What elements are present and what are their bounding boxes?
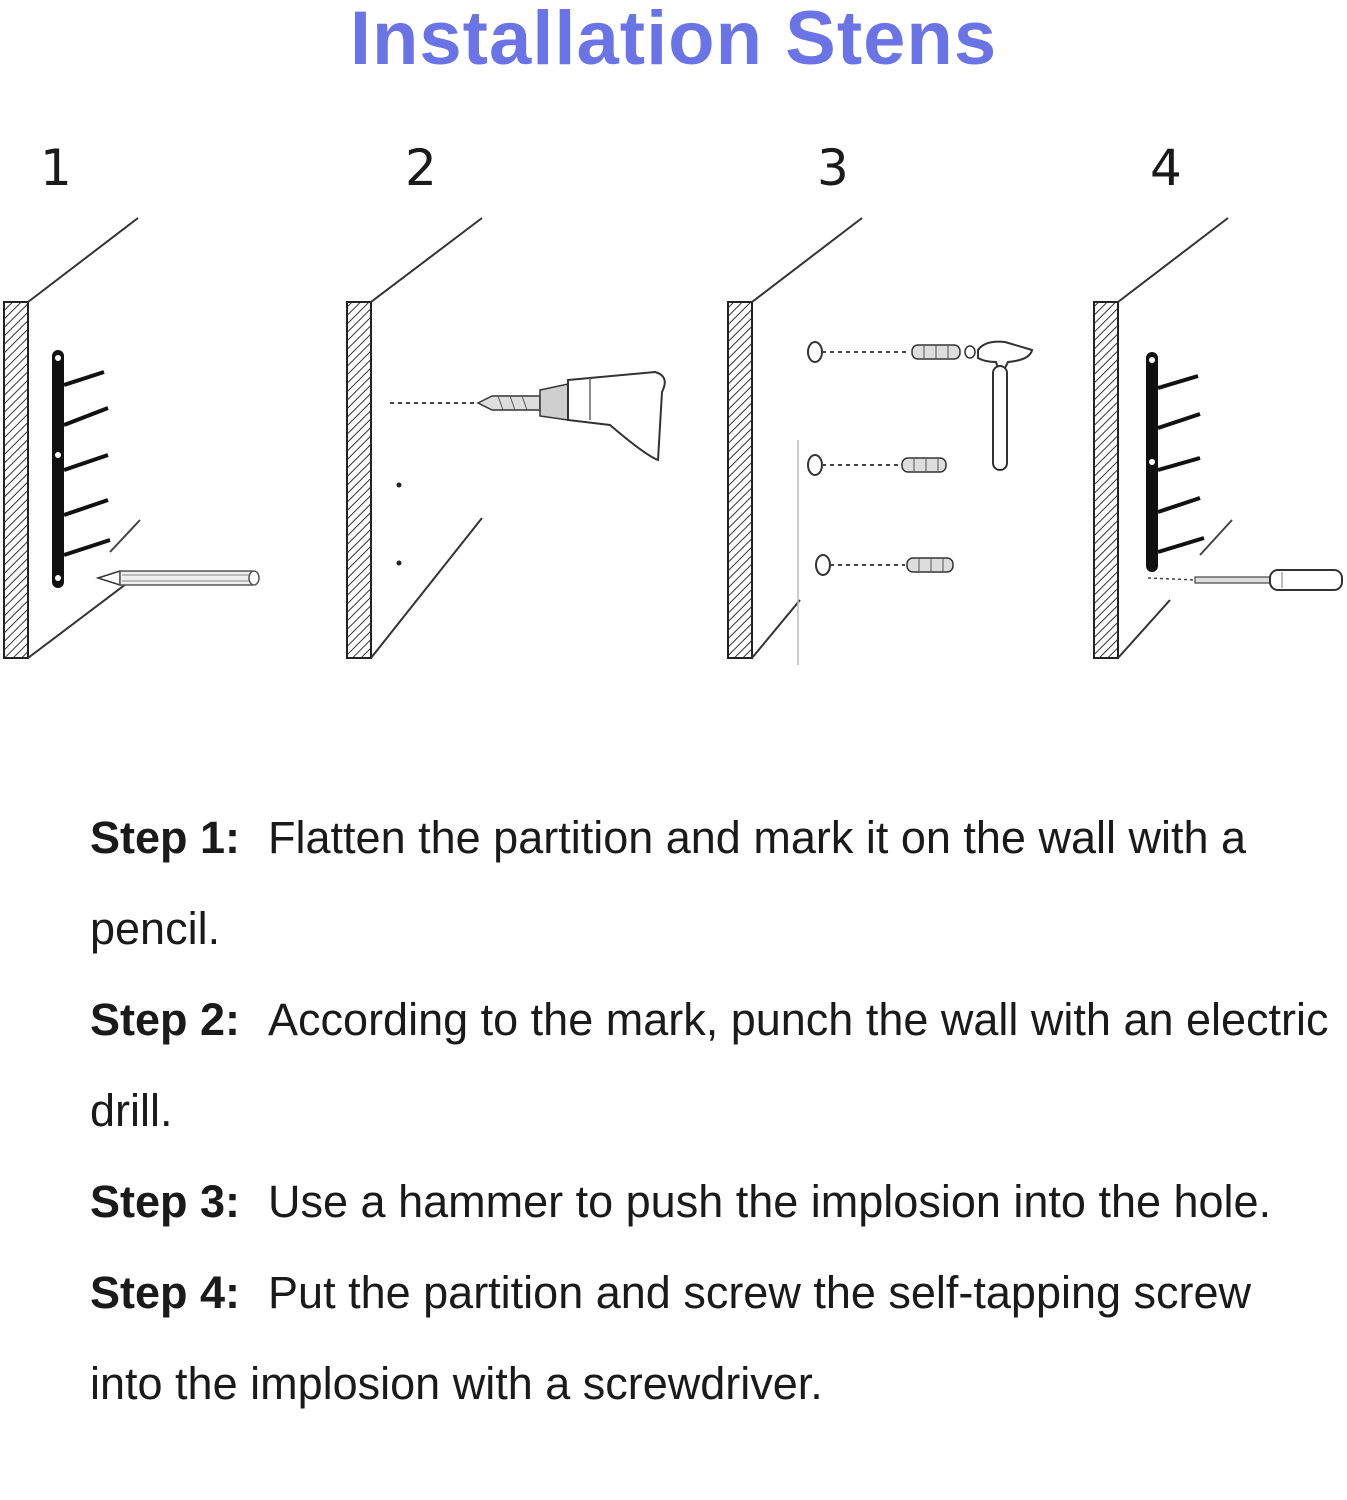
step-label: Step 2:	[90, 994, 241, 1045]
panel-number-4: 4	[1150, 139, 1182, 197]
wall-edge	[27, 217, 139, 303]
step-label: Step 1:	[90, 812, 241, 863]
wall-section	[1093, 301, 1119, 659]
wall-plug-1	[807, 341, 976, 363]
screwdriver-icon	[1147, 569, 1343, 591]
panel-number-3: 3	[817, 139, 849, 197]
panel-1	[3, 217, 260, 659]
panel-3	[727, 217, 1034, 665]
partition-rack-icon	[1146, 352, 1205, 572]
wall-edge	[1117, 217, 1229, 303]
instructions: Step 1:Flatten the partition and mark it…	[90, 792, 1330, 1429]
step-3: Step 3: Use a hammer to push the implosio…	[90, 1156, 1330, 1247]
wall-edge	[27, 574, 139, 659]
wall-plug-2	[807, 454, 947, 476]
panel-number-1: 1	[40, 139, 72, 197]
step-label: Step 4:	[90, 1267, 241, 1318]
hammer-icon	[977, 340, 1034, 471]
wall-edge	[751, 599, 801, 659]
wall-section	[727, 301, 753, 659]
installation-diagram	[3, 217, 1343, 665]
wall-mark	[396, 560, 402, 566]
wall-mark	[396, 482, 402, 488]
panel-2	[346, 217, 666, 659]
electric-drill-icon	[476, 370, 666, 462]
pencil-icon	[95, 569, 260, 587]
step-1: Step 1:Flatten the partition and mark it…	[90, 792, 1330, 974]
wall-plug-3	[815, 554, 954, 576]
partition-rack-icon	[52, 350, 111, 588]
wall-edge	[370, 217, 483, 303]
step-2: Step 2:According to the mark, punch the …	[90, 974, 1330, 1156]
wall-edge	[751, 217, 863, 303]
step-label: Step 3:	[90, 1176, 241, 1227]
step-text: Use a hammer to push the implosion into …	[268, 1176, 1272, 1227]
wall-edge	[370, 517, 483, 659]
step-text: According to the mark, punch the wall wi…	[90, 994, 1329, 1136]
step-text: Put the partition and screw the self-tap…	[90, 1267, 1252, 1409]
step-4: Step 4:Put the partition and screw the s…	[90, 1247, 1330, 1429]
page-title: Installation Stens	[349, 0, 998, 81]
step-text: Flatten the partition and mark it on the…	[90, 812, 1247, 954]
wall-edge	[1117, 599, 1171, 659]
wall-section	[346, 301, 372, 659]
panel-number-2: 2	[405, 139, 437, 197]
panel-4	[1093, 217, 1343, 659]
wall-section	[3, 301, 29, 659]
